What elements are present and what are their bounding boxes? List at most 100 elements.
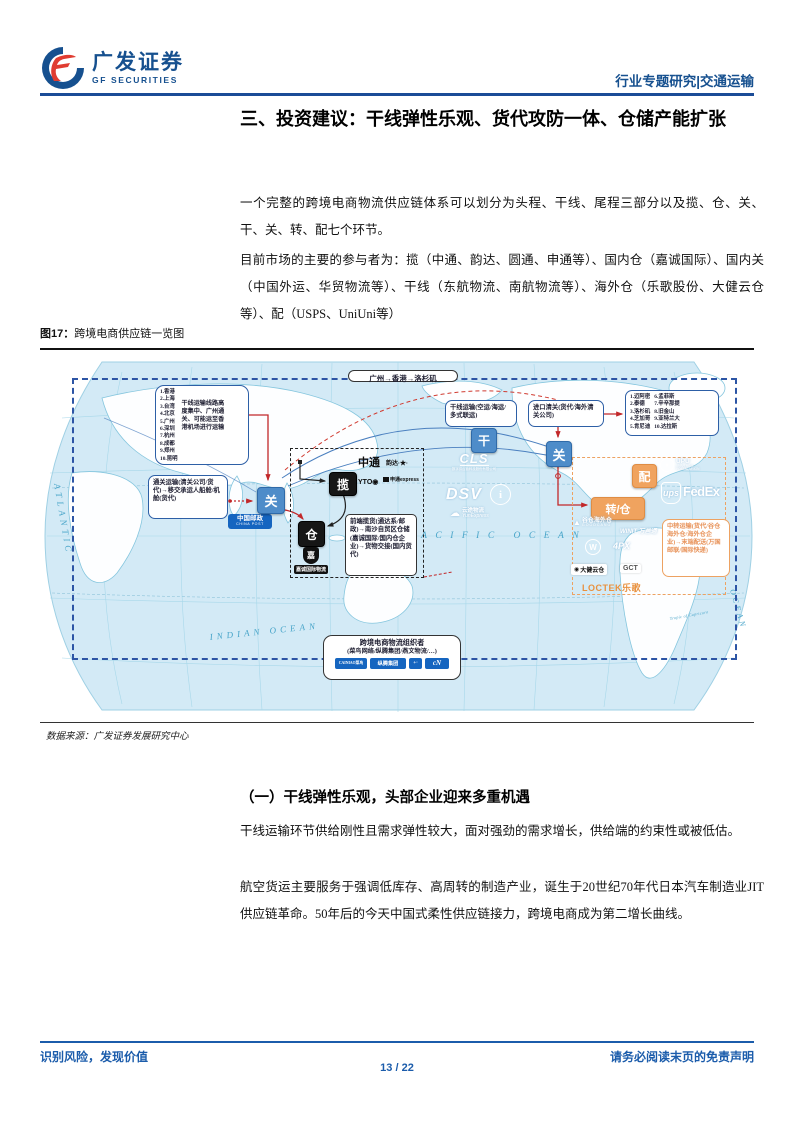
dsv-logo: DSV <box>446 486 482 503</box>
goodcang-icon: ▲ <box>573 518 581 528</box>
node-delivery: 配 <box>632 464 657 488</box>
yanwen-logo: cN <box>425 658 449 670</box>
list-item: 1.香港 <box>160 389 175 395</box>
china-post-cn: 中国邮政 <box>237 515 263 523</box>
list-item: 9.郑州 <box>160 448 175 455</box>
list-item: 4.北京 <box>160 411 175 418</box>
upu-text: UPU <box>676 457 690 465</box>
loctek-logo: LOCTEK乐歌 <box>582 583 641 593</box>
gigacloud-logo: ◉ 大健云仓 <box>571 564 608 575</box>
china-post-logo: 中国邮政 CHINA POST <box>228 514 272 529</box>
jiacheng-name: 嘉诚国际物流 <box>294 565 329 574</box>
node-transfer-warehouse: 转/仓 <box>591 497 645 520</box>
list-item: 7.辛辛那提 <box>654 401 680 408</box>
list-item: 9.亚特兰大 <box>654 416 680 423</box>
yunexpress-cn: 云途物流 <box>462 508 485 514</box>
list-item: 5.广州 <box>160 418 175 425</box>
list-item: 1.迈阿密 <box>630 394 651 400</box>
route-label: 广州→香港→洛杉矶 <box>348 370 458 383</box>
yunexpress-en: YunExpress <box>462 513 489 520</box>
jiacheng-logo: 嘉 嘉诚国际物流 <box>294 547 329 574</box>
gf-logo-icon <box>42 47 84 89</box>
sinotrans-logo: i <box>490 484 511 505</box>
section-paragraph-2: 航空货运主要服务于强调低库存、高周转的制造产业，诞生于20世纪70年代日本汽车制… <box>240 880 764 921</box>
page-number: 13 / 22 <box>380 1062 414 1074</box>
china-post-en: CHINA POST <box>236 521 264 526</box>
gct-logo: GCT <box>620 564 641 573</box>
organizer-title: 跨境电商物流组织者 <box>359 639 425 647</box>
trunk-transport-note: 干线运输(空运/海运/多式联运) <box>445 400 517 427</box>
figure-caption-text: 跨境电商供应链一览图 <box>74 328 185 340</box>
supply-chain-map-figure: ATLANTIC PACIFIC OCEAN INDIAN OCEAN OCEA… <box>42 358 755 715</box>
section-title: 三、投资建议：干线弹性乐观、货代攻防一体、仓储产能扩张 <box>240 109 726 129</box>
list-item: 7.杭州 <box>160 433 175 440</box>
header-divider: | <box>696 74 700 89</box>
list-item: 5.肯尼迪 <box>630 423 651 430</box>
ocean-label-pacific: PACIFIC OCEAN <box>407 531 587 541</box>
list-item: 3.台湾 <box>160 403 175 410</box>
figure-caption: 图17：跨境电商供应链一览图 <box>40 325 184 341</box>
brand-name-cn: 广发证券 <box>92 50 184 74</box>
node-customs-cn: 关 <box>257 487 285 514</box>
list-item: 2.上海 <box>160 396 175 403</box>
cls-logo: CLS 数字供应链科技股份有限公司 <box>452 452 496 471</box>
caption-rule <box>40 348 754 350</box>
list-item: 6.孟菲斯 <box>654 394 675 400</box>
brand-name-en: GF SECURITIES <box>92 74 178 85</box>
organizer-subtitle: (菜鸟网络/纵腾集团/燕文物流/…) <box>347 648 437 656</box>
organizer-logo-3: +· <box>409 658 422 670</box>
doc-category: 交通运输 <box>700 74 754 89</box>
goodcang-cn: 谷仓海外仓 <box>581 518 612 524</box>
import-customs-note: 进口清关(货代/海外清关公司) <box>528 400 604 427</box>
westernpost-logo: W <box>585 539 601 555</box>
doc-type: 行业专题研究 <box>615 74 697 89</box>
section-paragraph-1: 干线运输环节供给刚性且需求弹性较大，面对强劲的需求增长，供给端的约束性或被低估。 <box>240 824 741 838</box>
sto-logo: 申通express <box>383 476 419 483</box>
cls-subtext: 数字供应链科技股份有限公司 <box>452 467 497 471</box>
node-customs-us: 关 <box>546 441 572 467</box>
gf-securities-logo: 广发证券 GF SECURITIES <box>40 45 184 91</box>
subsection-heading: （一）干线弹性乐观，头部企业迎来多重机遇 <box>240 790 530 806</box>
customs-transport-note: 通关运输(清关公司/货代)→移交承运人船舱/机舱(货代) <box>148 475 228 519</box>
ups-logo: ups <box>661 482 681 504</box>
intro-paragraph-1: 一个完整的跨境电商物流供应链体系可以划分为头程、干线、尾程三部分以及揽、仓、关、… <box>240 196 764 237</box>
list-item: 2.泰德 <box>630 401 645 408</box>
gigacloud-text: 大健云仓 <box>580 568 605 574</box>
node-warehouse-cn: 仓 <box>298 521 325 547</box>
tropic-of-capricorn-label: Tropic of Capricorn <box>669 609 709 621</box>
cls-text: CLS <box>459 451 489 466</box>
yto-logo: YTO◉ <box>358 479 379 486</box>
upu-globe-icon: ✦ <box>660 458 674 472</box>
fedex-logo: FedEx <box>683 484 720 499</box>
logistics-organizer-box: 跨境电商物流组织者 (菜鸟网络/纵腾集团/燕文物流/…) CAINIAO菜鸟 纵… <box>323 635 461 680</box>
node-pickup: 揽 <box>329 472 357 496</box>
list-item: 8.旧金山 <box>654 408 675 415</box>
yunda-logo: 韵达·★· <box>386 461 408 467</box>
upu-subtext: UNIVERSAL POSTAL UNION <box>676 464 700 472</box>
cloud-icon: ☁ <box>450 508 460 520</box>
zto-logo: 中通 <box>358 457 380 469</box>
zongteng-logo: 纵腾集团 <box>370 658 406 670</box>
source-rule <box>40 722 754 723</box>
cn-airports-note: 干线运输线路高度集中、广州通关、可能运至香港机场进行运输 <box>181 401 225 431</box>
goodcang-logo: ▲ 谷仓海外仓 GOODCANG <box>573 518 612 528</box>
gigacloud-icon: ◉ <box>574 567 580 573</box>
footer-rule <box>40 1041 754 1043</box>
winit-logo: WINIT 万邑通 <box>620 529 657 535</box>
upu-logo: ✦ UPU UNIVERSAL POSTAL UNION <box>660 458 706 472</box>
list-item: 3.洛杉矶 <box>630 408 651 415</box>
transfer-note: 中转运输(货代/谷仓海外仓/海外仓企业)→末端配送(万国邮联/国际快递) <box>662 519 730 577</box>
cainiao-logo: CAINIAO菜鸟 <box>335 658 367 670</box>
fourpx-logo: 4PX <box>613 541 631 551</box>
sto-text: 申通express <box>390 477 419 483</box>
footer-slogan: 识别风险，发现价值 <box>40 1050 149 1064</box>
figure-source: 数据来源：广发证券发展研究中心 <box>46 732 189 742</box>
yunexpress-logo: ☁ 云途物流 YunExpress <box>450 508 489 520</box>
head-leg-note: 前端揽货(通达系/邮政)→南沙自贸区仓储(嘉诚国际/国内仓企业)→货物交接(国内… <box>345 514 417 576</box>
